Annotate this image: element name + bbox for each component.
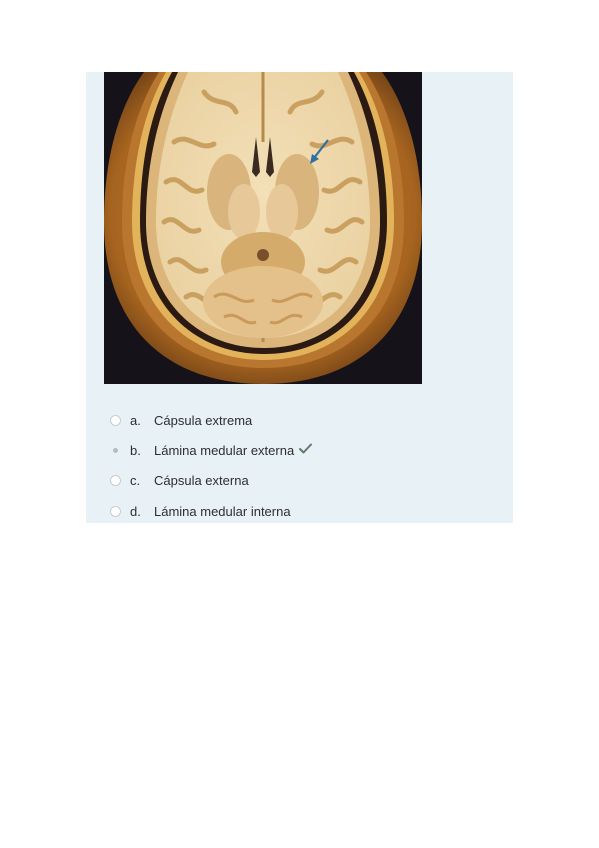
option-d[interactable]: d. Lámina medular interna bbox=[110, 500, 291, 522]
option-c[interactable]: c. Cápsula externa bbox=[110, 469, 249, 491]
radio-button[interactable] bbox=[110, 505, 121, 517]
radio-button[interactable] bbox=[110, 474, 121, 486]
option-text: Cápsula externa bbox=[154, 472, 249, 488]
option-text: Lámina medular interna bbox=[154, 503, 291, 519]
option-text: Cápsula extrema bbox=[154, 412, 253, 428]
pointer-arrow bbox=[310, 139, 329, 164]
radio-button[interactable] bbox=[110, 414, 121, 426]
option-letter: b. bbox=[130, 442, 141, 458]
option-text: Lámina medular externa bbox=[154, 442, 295, 458]
option-letter: c. bbox=[130, 472, 141, 488]
brain-section-illustration bbox=[104, 72, 422, 384]
brain-section-image bbox=[104, 72, 422, 384]
option-letter: d. bbox=[130, 503, 141, 519]
check-icon bbox=[299, 441, 313, 459]
radio-button-selected[interactable] bbox=[110, 445, 121, 456]
question-panel: a. Cápsula extrema b. Lámina medular ext… bbox=[86, 72, 513, 523]
option-b[interactable]: b. Lámina medular externa bbox=[110, 439, 313, 461]
option-letter: a. bbox=[130, 412, 141, 428]
option-a[interactable]: a. Cápsula extrema bbox=[110, 409, 252, 431]
